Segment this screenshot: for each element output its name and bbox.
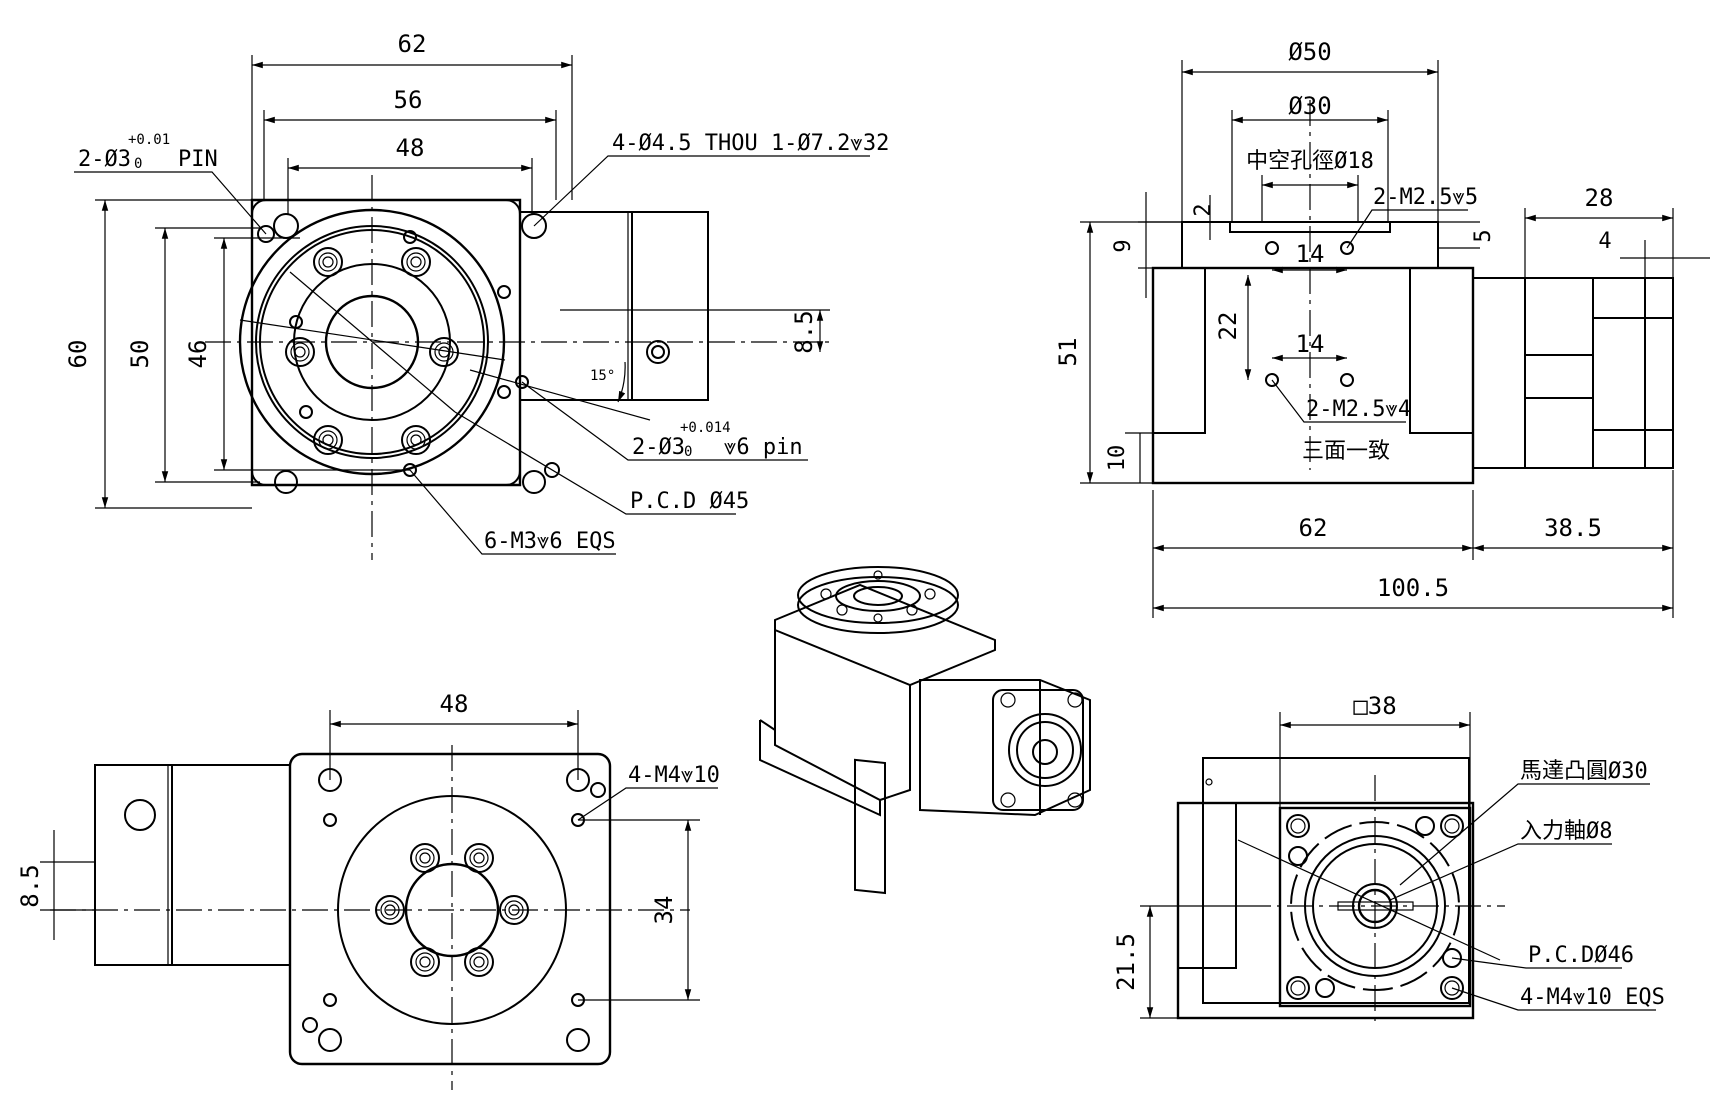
svg-text:0: 0: [134, 156, 142, 172]
side-dim-14-top: 14: [1296, 240, 1325, 268]
end-dim-square-38: □38: [1353, 692, 1396, 720]
svg-text:2-Ø3: 2-Ø3: [632, 435, 685, 460]
isometric-view: [759, 566, 1091, 895]
pin-note: 2-Ø3 +0.01 0 PIN: [74, 132, 267, 235]
bottom-dim-34: 34: [650, 896, 678, 925]
bottom-tap-note: 4-M4⩔10: [577, 763, 720, 821]
top-dim-56: 56: [394, 86, 423, 114]
side-dim-4: 4: [1598, 229, 1611, 254]
side-three-face-note: 三面一致: [1302, 439, 1390, 464]
side-dim-28: 28: [1585, 184, 1614, 212]
svg-text:2-M2.5⩔5: 2-M2.5⩔5: [1373, 185, 1478, 210]
side-tap-note-bottom: 2-M2.5⩔4: [1271, 379, 1411, 423]
top-dim-46: 46: [184, 340, 212, 369]
thru-note: 4-Ø4.5 THOU 1-Ø7.2⩔32: [533, 131, 889, 227]
side-dim-51: 51: [1054, 338, 1082, 367]
top-view: 62 56 48 60 50 46 8.5 15° 2-Ø3 +0.01: [64, 30, 889, 560]
svg-text:0: 0: [684, 444, 692, 460]
end-pcd-note: P.C.DØ46: [1451, 943, 1634, 969]
svg-text:4-M4⩔10 EQS: 4-M4⩔10 EQS: [1520, 985, 1665, 1010]
pcd-note: P.C.D Ø45: [454, 411, 749, 515]
svg-text:2-Ø3: 2-Ø3: [78, 147, 131, 172]
svg-text:P.C.D Ø45: P.C.D Ø45: [630, 489, 749, 514]
top-dim-62: 62: [398, 30, 427, 58]
side-dim-22: 22: [1214, 312, 1242, 341]
top-dim-48: 48: [396, 134, 425, 162]
svg-text:4-Ø4.5 THOU 1-Ø7.2⩔32: 4-Ø4.5 THOU 1-Ø7.2⩔32: [612, 131, 889, 156]
top-angle-15: 15°: [590, 368, 615, 384]
svg-text:⩔6 pin: ⩔6 pin: [724, 435, 803, 460]
side-dim-30: Ø30: [1288, 92, 1331, 120]
side-dim-100-5: 100.5: [1377, 574, 1449, 602]
counterbore-holes: [285, 247, 459, 455]
svg-text:+0.01: +0.01: [128, 132, 170, 148]
side-dim-9: 9: [1111, 239, 1136, 252]
bottom-holes: [302, 768, 606, 1052]
end-dim-21-5: 21.5: [1112, 933, 1140, 991]
end-view: □38 馬達凸圓Ø30 入力軸Ø8 P.C.DØ46 4-M4⩔10 EQS 2…: [1112, 692, 1665, 1025]
bottom-view: 48 4-M4⩔10 34 8.5: [16, 690, 720, 1090]
top-dim-50: 50: [126, 340, 154, 369]
side-dim-38-5: 38.5: [1544, 514, 1602, 542]
side-dim-62: 62: [1299, 514, 1328, 542]
pin2-note: 2-Ø3 +0.014 0 ⩔6 pin: [521, 381, 808, 461]
top-dim-60: 60: [64, 340, 92, 369]
side-tap-note-top: 2-M2.5⩔5: [1346, 185, 1478, 249]
top-dim-8-5: 8.5: [790, 310, 818, 353]
svg-text:P.C.DØ46: P.C.DØ46: [1528, 943, 1634, 968]
bottom-dim-48: 48: [440, 690, 469, 718]
svg-text:+0.014: +0.014: [680, 420, 731, 436]
side-dim-10: 10: [1105, 445, 1130, 472]
svg-text:6-M3⩔6 EQS: 6-M3⩔6 EQS: [484, 529, 616, 554]
side-hollow-note: 中空孔徑Ø18: [1246, 149, 1374, 174]
svg-text:4-M4⩔10: 4-M4⩔10: [628, 763, 720, 788]
bottom-dim-8-5: 8.5: [16, 864, 44, 907]
svg-text:入力軸Ø8: 入力軸Ø8: [1520, 819, 1613, 844]
side-dim-5: 5: [1471, 229, 1496, 242]
side-dim-14-mid: 14: [1296, 330, 1325, 358]
tap-note: 6-M3⩔6 EQS: [409, 469, 616, 555]
end-tap-note: 4-M4⩔10 EQS: [1451, 985, 1665, 1011]
input-shaft-note: 入力軸Ø8: [1389, 819, 1613, 901]
isometric-holes: [820, 570, 936, 623]
svg-text:馬達凸圓Ø30: 馬達凸圓Ø30: [1520, 759, 1648, 784]
side-dim-2: 2: [1191, 203, 1216, 216]
side-dim-50: Ø50: [1288, 38, 1331, 66]
svg-text:PIN: PIN: [178, 147, 218, 172]
end-holes: [1286, 814, 1464, 1000]
svg-text:2-M2.5⩔4: 2-M2.5⩔4: [1306, 397, 1411, 422]
side-view: Ø50 Ø30 中空孔徑Ø18 2 9 5 2-M2.5⩔5 14 14 22: [1054, 38, 1710, 618]
motor-boss-note: 馬達凸圓Ø30: [1399, 759, 1650, 886]
